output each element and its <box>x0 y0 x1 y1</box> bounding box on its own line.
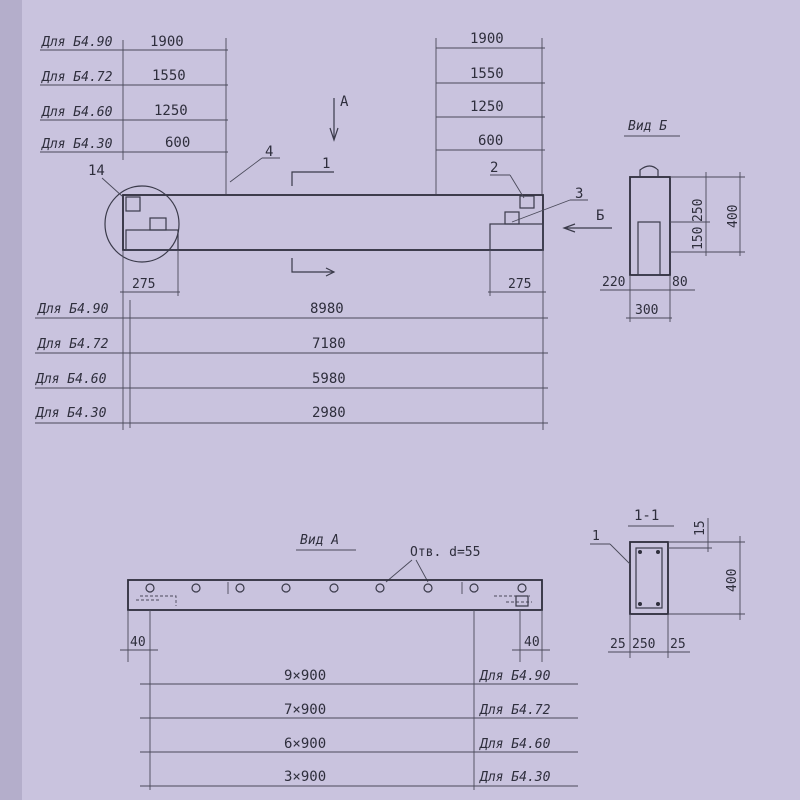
length-label-2: Для Б4.72 <box>37 337 109 352</box>
view-b-arrow-icon <box>562 223 576 233</box>
left-end-dim: 275 <box>132 277 155 292</box>
spacing-label-4: Для Б4.30 <box>479 770 551 785</box>
paper-left-margin <box>0 0 22 800</box>
callout-14: 14 <box>88 163 105 179</box>
spacing-value-3: 6×900 <box>284 736 326 752</box>
view-a-title: Вид А <box>300 533 339 548</box>
length-label-3: Для Б4.60 <box>35 372 107 387</box>
view-b-dim-300: 300 <box>635 303 658 318</box>
view-a-beam-outline <box>127 579 543 611</box>
spacing-value-4: 3×900 <box>284 769 326 785</box>
section-outline <box>629 541 669 615</box>
spacing-value-2: 7×900 <box>284 702 326 718</box>
view-b-dim-400: 400 <box>726 205 741 228</box>
callout-2: 2 <box>490 160 498 176</box>
top-view: Для Б4.90 1900 Для Б4.72 1550 Для Б4.60 … <box>35 31 612 430</box>
length-label-4: Для Б4.30 <box>35 406 107 421</box>
length-value-1: 8980 <box>310 301 344 317</box>
beam-outline <box>122 194 544 251</box>
spacing-value-1: 9×900 <box>284 668 326 684</box>
arrow-b-label: Б <box>596 208 604 224</box>
view-b-dim-80: 80 <box>672 275 688 290</box>
view-a-left-dim: 40 <box>130 635 146 650</box>
view-b-dim-150: 150 <box>691 227 706 250</box>
hole-row <box>145 582 527 594</box>
right-table-value-1: 1900 <box>470 31 504 47</box>
left-table-label-3: Для Б4.60 <box>41 105 113 120</box>
spacing-label-1: Для Б4.90 <box>479 669 551 684</box>
hole-note: Отв. d=55 <box>410 545 480 560</box>
section-callout-1: 1 <box>592 529 600 544</box>
section-dim-15: 15 <box>693 520 708 536</box>
view-a-arrow-icon <box>329 127 339 142</box>
callout-3: 3 <box>575 186 583 202</box>
arrow-a-label: А <box>340 94 349 110</box>
left-table-value-3: 1250 <box>154 103 188 119</box>
section-dim-250: 250 <box>632 637 655 652</box>
length-value-4: 2980 <box>312 405 346 421</box>
right-table-value-4: 600 <box>478 133 503 149</box>
right-end-dim: 275 <box>508 277 531 292</box>
left-table-label-4: Для Б4.30 <box>41 137 113 152</box>
view-b: Вид Б 250 150 400 220 80 300 <box>600 119 745 322</box>
section-dim-25-right: 25 <box>670 637 686 652</box>
section-mark-1: 1 <box>322 156 330 172</box>
spacing-label-3: Для Б4.60 <box>479 737 551 752</box>
length-value-2: 7180 <box>312 336 346 352</box>
section-title: 1-1 <box>634 508 659 524</box>
view-b-outline <box>629 176 671 276</box>
view-a: Вид А Отв. d=55 40 40 9×900 <box>120 533 578 790</box>
left-table-label-1: Для Б4.90 <box>41 35 113 50</box>
right-table-value-2: 1550 <box>470 66 504 82</box>
left-table-value-1: 1900 <box>150 34 184 50</box>
callout-4: 4 <box>265 144 273 160</box>
right-table-value-3: 1250 <box>470 99 504 115</box>
detail-circle-14 <box>104 185 180 263</box>
length-value-3: 5980 <box>312 371 346 387</box>
section-1-1: 1-1 1 15 400 25 250 25 <box>590 508 745 658</box>
view-b-title: Вид Б <box>628 119 667 134</box>
left-table-value-2: 1550 <box>152 68 186 84</box>
section-dim-25-left: 25 <box>610 637 626 652</box>
spacing-label-2: Для Б4.72 <box>479 703 551 718</box>
view-a-right-dim: 40 <box>524 635 540 650</box>
view-b-dim-250: 250 <box>691 199 706 222</box>
left-table-value-4: 600 <box>165 135 190 151</box>
left-table-label-2: Для Б4.72 <box>41 70 113 85</box>
length-label-1: Для Б4.90 <box>37 302 109 317</box>
section-dim-400: 400 <box>725 569 740 592</box>
view-b-dim-220: 220 <box>602 275 625 290</box>
